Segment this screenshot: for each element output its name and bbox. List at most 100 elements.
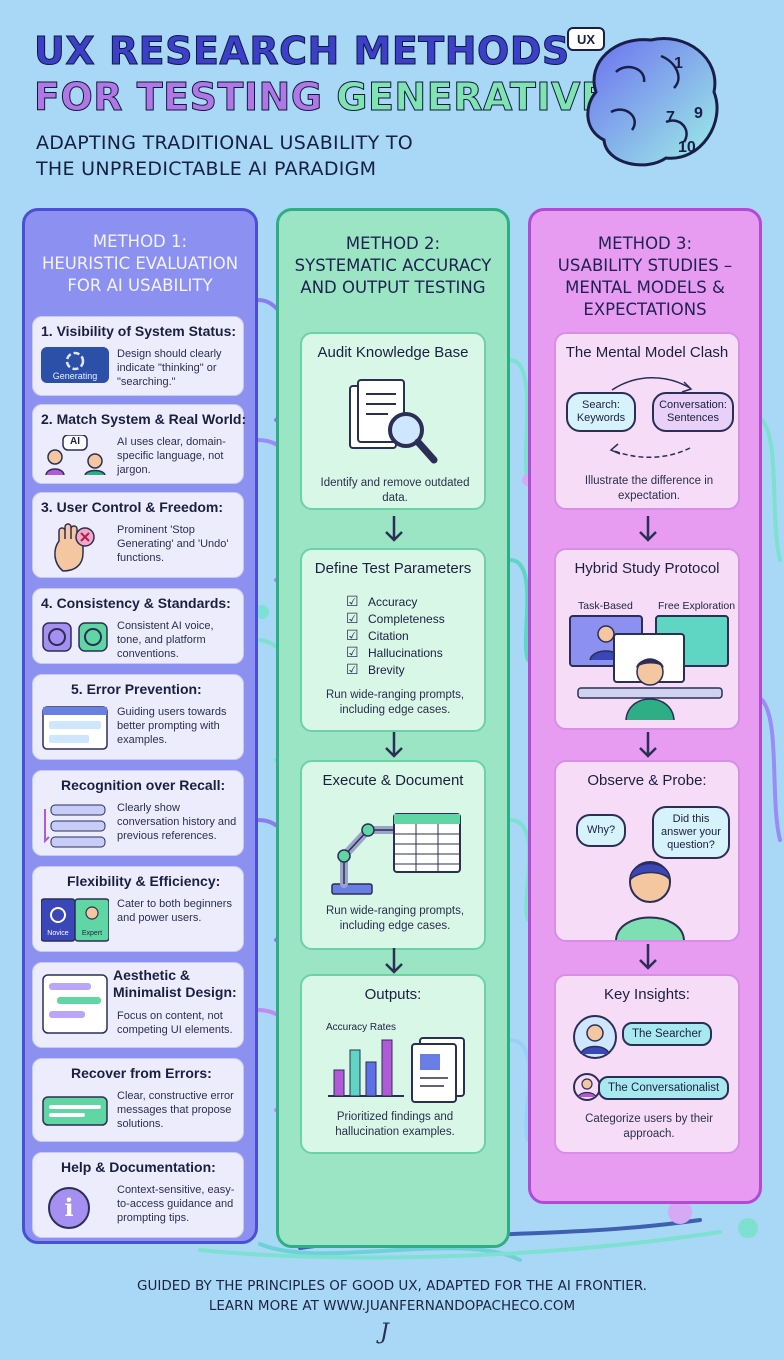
heuristic-title: 5. Error Prevention: (71, 681, 202, 697)
free-exploration-label: Free Exploration (658, 600, 736, 612)
ai-label: AI (70, 436, 80, 447)
method1-title: METHOD 1: HEURISTIC EVALUATION FOR AI US… (25, 231, 255, 297)
execute-card: Execute & Document Run wide-ranging prom… (300, 760, 486, 950)
card-title: The Mental Model Clash (565, 344, 729, 361)
minimal-ui-icon (41, 973, 109, 1035)
footer: GUIDED BY THE PRINCIPLES OF GOOD UX, ADA… (0, 1276, 784, 1316)
checklist-item: Citation (346, 627, 445, 645)
heuristic-title: 4. Consistency & Standards: (41, 595, 231, 611)
info-icon: i (41, 1183, 109, 1233)
footer-link[interactable]: LEARN MORE AT WWW.JUANFERNANDOPACHECO.CO… (208, 1298, 576, 1314)
signature-mark: J (380, 1320, 389, 1345)
method3-title-line4: EXPECTATIONS (583, 300, 707, 319)
card-desc: Identify and remove outdated data. (320, 477, 470, 504)
heuristic-desc: Prominent 'Stop Generating' and 'Undo' f… (117, 524, 229, 564)
heuristic-title: Help & Documentation: (61, 1159, 216, 1175)
card-desc: Illustrate the difference in expectation… (584, 475, 714, 502)
method3-title-line2: USABILITY STUDIES – (557, 256, 733, 275)
subtitle-line1: ADAPTING TRADITIONAL USABILITY TO (36, 132, 414, 154)
heuristic-title: Flexibility & Efficiency: (67, 873, 221, 889)
heuristic-desc: Context-sensitive, easy-to-access guidan… (117, 1184, 235, 1224)
heuristic-card: 5. Error Prevention: Guiding users towar… (32, 674, 244, 760)
checklist-item: Accuracy (346, 593, 445, 611)
card-title: Audit Knowledge Base (317, 344, 469, 361)
heuristic-desc: Focus on content, not competing UI eleme… (117, 1010, 233, 1036)
checklist-item: Completeness (346, 610, 445, 628)
checklist-item: Hallucinations (346, 644, 445, 662)
title-part-a: FOR TESTING (33, 75, 337, 119)
heuristic-card: 4. Consistency & Standards: Consistent A… (32, 588, 244, 664)
spinner-icon: Generating (41, 347, 109, 383)
mental-model-card: The Mental Model Clash Search: Keywords … (554, 332, 740, 510)
method1-title-line2: HEURISTIC EVALUATION (41, 254, 239, 273)
method3-title-line1: METHOD 3: (597, 234, 693, 253)
heuristic-card: 2. Match System & Real World: AI AI uses… (32, 404, 247, 484)
heuristic-desc: Design should clearly indicate "thinking… (117, 348, 222, 388)
heuristic-title: 2. Match System & Real World: (41, 411, 247, 427)
method2-title-line3: AND OUTPUT TESTING (300, 278, 486, 297)
card-title: Define Test Parameters (314, 560, 472, 577)
method3-title: METHOD 3: USABILITY STUDIES – MENTAL MOD… (531, 233, 759, 321)
method1-title-line1: METHOD 1: (92, 232, 188, 251)
card-desc: Prioritized findings and hallucination e… (335, 1111, 455, 1138)
arrow-down-icon (385, 732, 403, 758)
participant-icon (615, 861, 685, 941)
heuristic-title: 1. Visibility of System Status: (41, 323, 237, 339)
heuristic-card: Help & Documentation: i Context-sensitiv… (32, 1152, 244, 1238)
subtitle: ADAPTING TRADITIONAL USABILITY TO THE UN… (36, 130, 413, 182)
error-message-icon (41, 1089, 109, 1133)
arrow-down-icon (385, 948, 403, 974)
persona-searcher: The Searcher (622, 1022, 712, 1046)
heuristic-card: Recognition over Recall: Clearly show co… (32, 770, 244, 856)
outputs-card: Outputs: Accuracy Rates Prioritized find… (300, 974, 486, 1154)
brain-number-7: 7 (666, 109, 675, 126)
observe-probe-card: Observe & Probe: Why? Did this answer yo… (554, 760, 740, 942)
heuristic-card: 3. User Control & Freedom: Prominent 'St… (32, 492, 244, 578)
heuristic-title: Recognition over Recall: (61, 777, 226, 793)
history-icon (41, 801, 109, 851)
card-title: Key Insights: (604, 986, 690, 1003)
card-title: Hybrid Study Protocol (574, 560, 720, 577)
arrow-down-icon (639, 944, 657, 970)
search-bubble: Search: Keywords (566, 392, 636, 432)
documents-magnifier-icon (349, 379, 438, 464)
why-bubble: Why? (576, 814, 626, 847)
card-title: Outputs: (364, 986, 422, 1003)
heuristic-title: 3. User Control & Freedom: (41, 499, 224, 515)
brain-icon: UX 1 7 9 10 (567, 27, 719, 167)
heuristic-title: Recover from Errors: (71, 1065, 212, 1081)
heuristic-title-line2: Minimalist Design: (113, 984, 237, 1000)
robot-arm-spreadsheet-icon (331, 813, 461, 895)
heuristic-card: Aesthetic & Minimalist Design: Focus on … (32, 962, 244, 1048)
heuristic-card: 1. Visibility of System Status: Generati… (32, 316, 244, 396)
footer-line1: GUIDED BY THE PRINCIPLES OF GOOD UX, ADA… (137, 1278, 647, 1294)
heuristic-desc: Clearly show conversation history and pr… (117, 802, 237, 842)
heuristic-title: Aesthetic & Minimalist Design: (113, 967, 237, 1001)
method2-title: METHOD 2: SYSTEMATIC ACCURACY AND OUTPUT… (279, 233, 507, 299)
card-desc: Run wide-ranging prompts, including edge… (325, 689, 465, 716)
heuristic-desc: Clear, constructive error messages that … (117, 1090, 234, 1130)
prompt-examples-icon (41, 705, 109, 751)
bar-chart-report-icon (328, 1037, 465, 1103)
arrow-down-icon (385, 516, 403, 542)
page-title-line1: UX RESEARCH METHODS (34, 29, 570, 73)
conversation-bubble: Conversation: Sentences (652, 392, 734, 432)
card-title: Execute & Document (322, 772, 464, 789)
subtitle-line2: THE UNPREDICTABLE AI PARADIGM (36, 158, 377, 180)
cycle-arrows-icon (609, 377, 693, 458)
card-desc: Run wide-ranging prompts, including edge… (325, 905, 465, 932)
heuristic-card: Flexibility & Efficiency: Novice Expert … (32, 866, 244, 952)
question-bubble: Did this answer your question? (652, 806, 730, 859)
define-params-card: Define Test Parameters Accuracy Complete… (300, 548, 486, 732)
heuristic-desc: Cater to both beginners and power users. (117, 898, 232, 924)
arrow-down-icon (639, 516, 657, 542)
user-at-computers-icon (569, 615, 729, 721)
svg-text:i: i (64, 1193, 73, 1222)
brain-number-1: 1 (674, 55, 683, 72)
method2-title-line2: SYSTEMATIC ACCURACY (294, 256, 492, 275)
novice-expert-icon: Novice Expert (40, 897, 110, 943)
method1-title-line3: FOR AI USABILITY (67, 276, 213, 295)
stop-hand-icon (41, 523, 109, 573)
brain-badge-text: UX (577, 32, 595, 47)
